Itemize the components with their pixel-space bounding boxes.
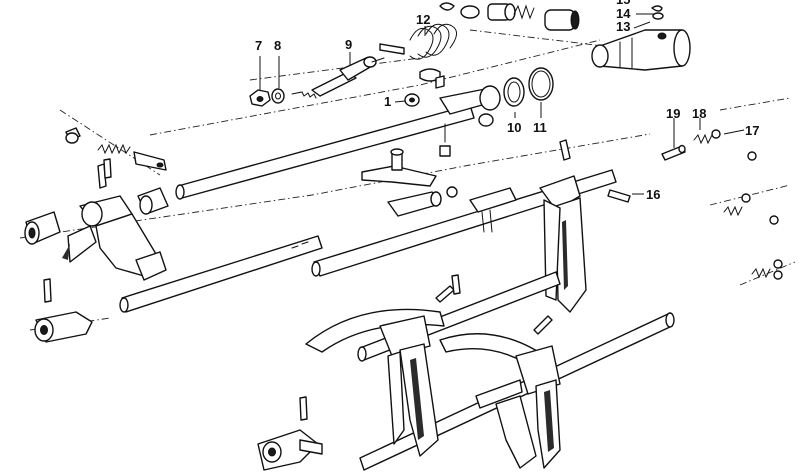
part-17-ball (747, 151, 783, 280)
part-11-snap-ring (528, 67, 554, 101)
callout-15: 15 (616, 0, 630, 7)
right-detent-springs (723, 193, 783, 279)
upper-selector-fork (539, 175, 587, 313)
callout-leader-lines (259, 13, 745, 195)
callout-11: 11 (533, 120, 547, 135)
part-10-circlip (503, 77, 525, 107)
callout-7: 7 (255, 38, 262, 53)
part-13-selector-housing (591, 5, 691, 71)
callout-13: 13 (616, 19, 630, 34)
callout-17: 17 (745, 123, 759, 138)
callout-labels: 1 7 8 9 10 11 12 13 14 15 16 17 18 19 (255, 0, 759, 202)
callout-14: 14 (616, 6, 631, 21)
left-shift-lever (62, 163, 167, 281)
callout-19: 19 (666, 106, 680, 121)
part-19-roll-pin (661, 144, 686, 161)
middle-shift-rod (311, 139, 617, 277)
selector-plate-with-bolt (361, 148, 458, 217)
part-15-cap (439, 2, 580, 31)
lower-left-shift-rod (119, 235, 323, 313)
callout-1: 1 (384, 94, 391, 109)
callout-16: 16 (646, 187, 660, 202)
callout-18: 18 (692, 106, 706, 121)
callout-9: 9 (345, 37, 352, 52)
lower-shift-fork-right (439, 333, 561, 469)
lower-shift-fork-left (305, 308, 445, 457)
left-bushings (24, 187, 169, 245)
callout-12: 12 (416, 12, 430, 27)
part-18-spring (693, 129, 721, 145)
part-7-nut (249, 89, 271, 107)
lower-left-clamp (34, 311, 93, 343)
callout-10: 10 (507, 120, 521, 135)
callout-8: 8 (274, 38, 281, 53)
left-detent-pin-and-spring (65, 127, 167, 171)
part-16-pin (607, 189, 631, 203)
part-12-coil-spring (379, 23, 457, 89)
roll-pins (43, 158, 553, 421)
part-1-selector-rod (175, 85, 501, 200)
part-8-washer (271, 88, 285, 104)
bottom-center-clamp (257, 429, 323, 471)
part-9-linkage-rod (291, 56, 385, 99)
